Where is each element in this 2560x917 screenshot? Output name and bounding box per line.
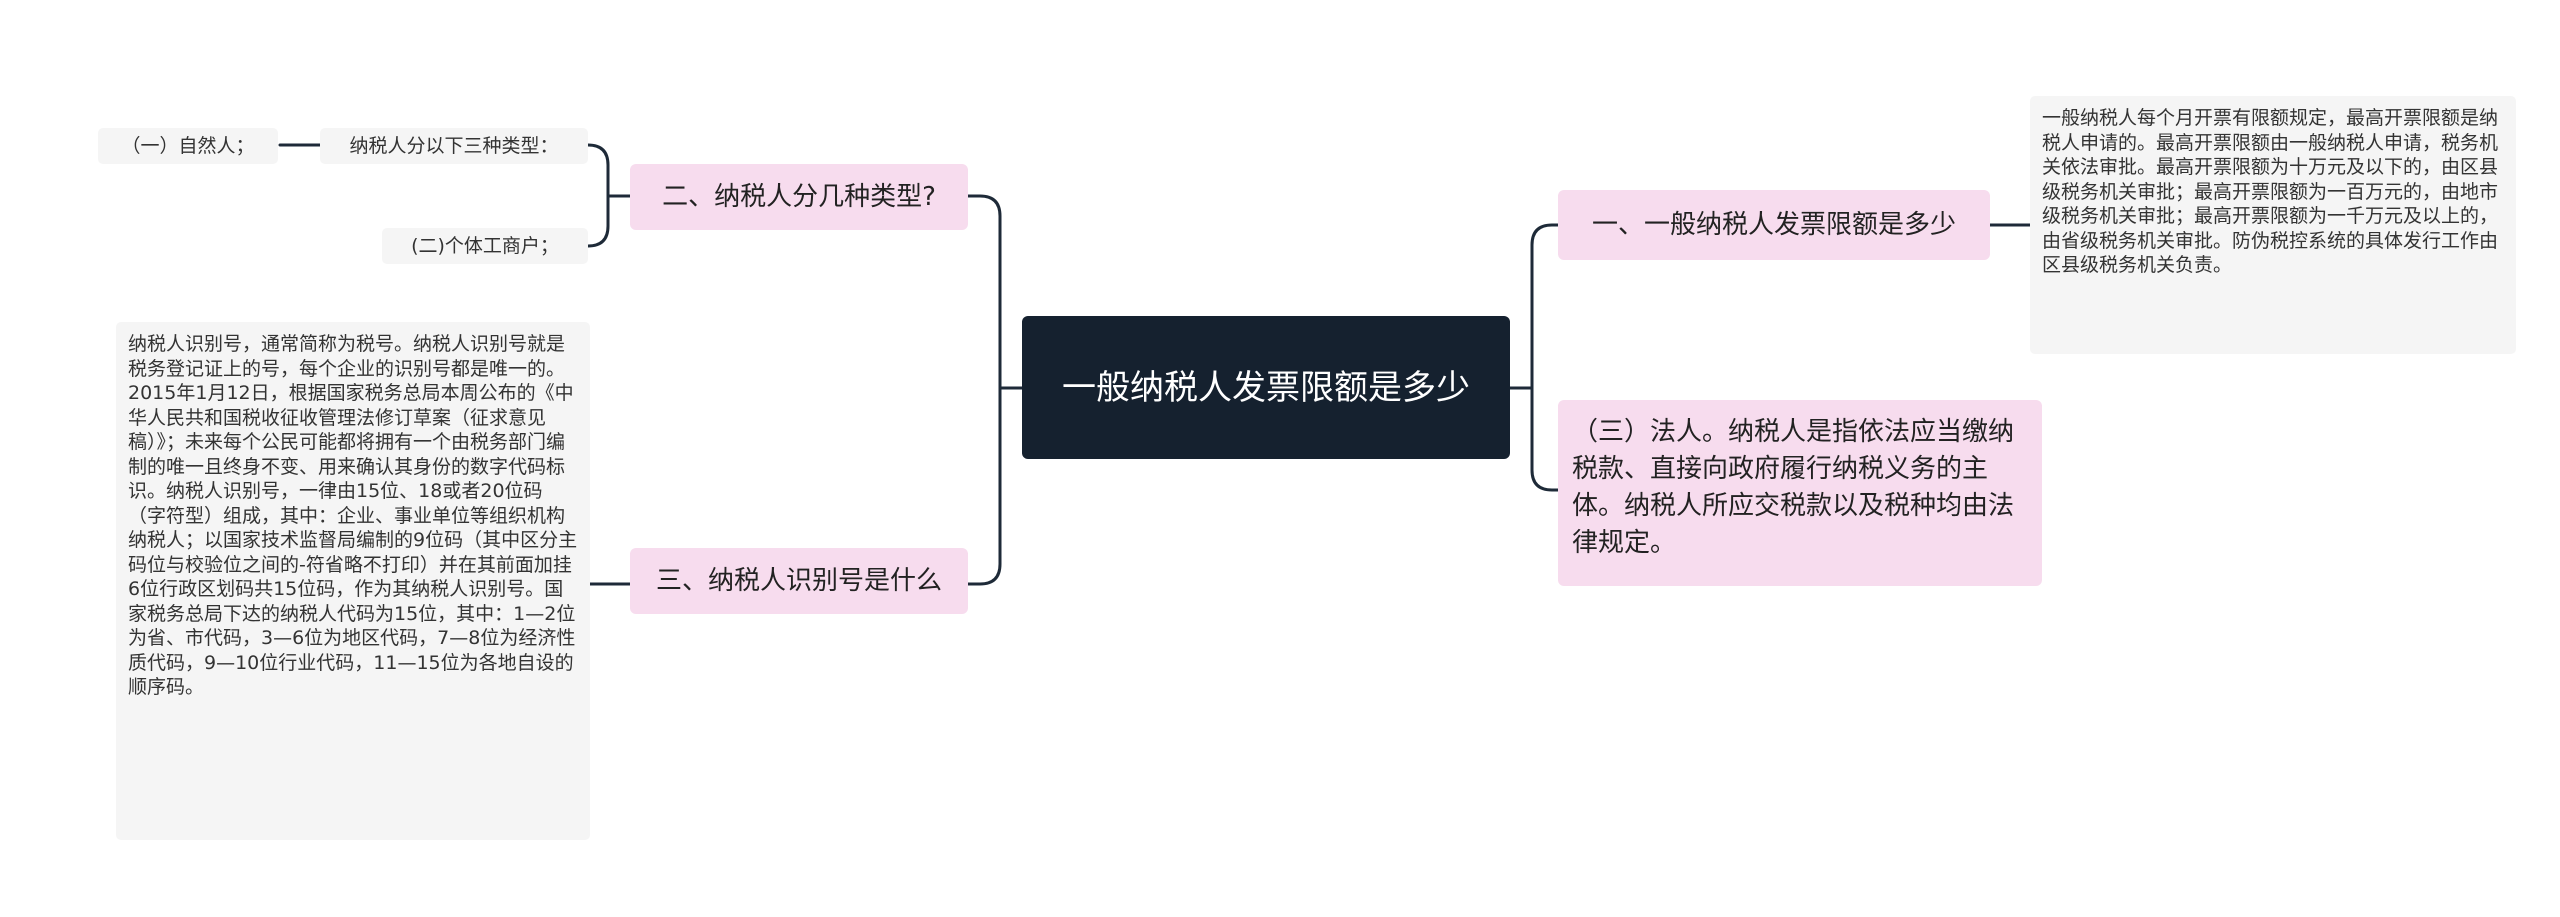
leaf-individual-business-label: (二)个体工商户；	[411, 234, 559, 257]
leaf-natural-person[interactable]: （一）自然人；	[98, 128, 278, 164]
link-branch2-children	[586, 143, 632, 248]
leaf-invoice-limit-description[interactable]: 一般纳税人每个月开票有限额规定，最高开票限额是纳税人申请的。最高开票限额由一般纳…	[2030, 96, 2516, 354]
branch-invoice-limit[interactable]: 一、一般纳税人发票限额是多少	[1558, 190, 1990, 260]
leaf-taxpayer-id-description[interactable]: 纳税人识别号，通常简称为税号。纳税人识别号就是税务登记证上的号，每个企业的识别号…	[116, 322, 590, 840]
branch-invoice-limit-label: 一、一般纳税人发票限额是多少	[1591, 210, 1956, 240]
branch-taxpayer-types-label: 二、纳税人分几种类型?	[662, 182, 936, 212]
branch-taxpayer-id-label: 三、纳税人识别号是什么	[655, 566, 942, 596]
branch-legal-person[interactable]: （三）法人。纳税人是指依法应当缴纳税款、直接向政府履行纳税义务的主体。纳税人所应…	[1558, 400, 2042, 586]
root-topic-label: 一般纳税人发票限额是多少	[1062, 367, 1470, 408]
link-trunk-left	[966, 194, 1002, 586]
leaf-taxpayer-id-description-text: 纳税人识别号，通常简称为税号。纳税人识别号就是税务登记证上的号，每个企业的识别号…	[128, 333, 578, 698]
branch-taxpayer-types[interactable]: 二、纳税人分几种类型?	[630, 164, 968, 230]
leaf-individual-business[interactable]: (二)个体工商户；	[382, 228, 588, 264]
leaf-invoice-limit-description-text: 一般纳税人每个月开票有限额规定，最高开票限额是纳税人申请的。最高开票限额由一般纳…	[2042, 107, 2499, 276]
root-topic[interactable]: 一般纳税人发票限额是多少	[1022, 316, 1510, 459]
leaf-three-types[interactable]: 纳税人分以下三种类型：	[320, 128, 588, 164]
link-trunk-right	[1530, 223, 1560, 492]
leaf-natural-person-label: （一）自然人；	[121, 134, 255, 157]
leaf-three-types-label: 纳税人分以下三种类型：	[349, 134, 559, 157]
branch-taxpayer-id[interactable]: 三、纳税人识别号是什么	[630, 548, 968, 614]
branch-legal-person-label: （三）法人。纳税人是指依法应当缴纳税款、直接向政府履行纳税义务的主体。纳税人所应…	[1572, 417, 2015, 558]
